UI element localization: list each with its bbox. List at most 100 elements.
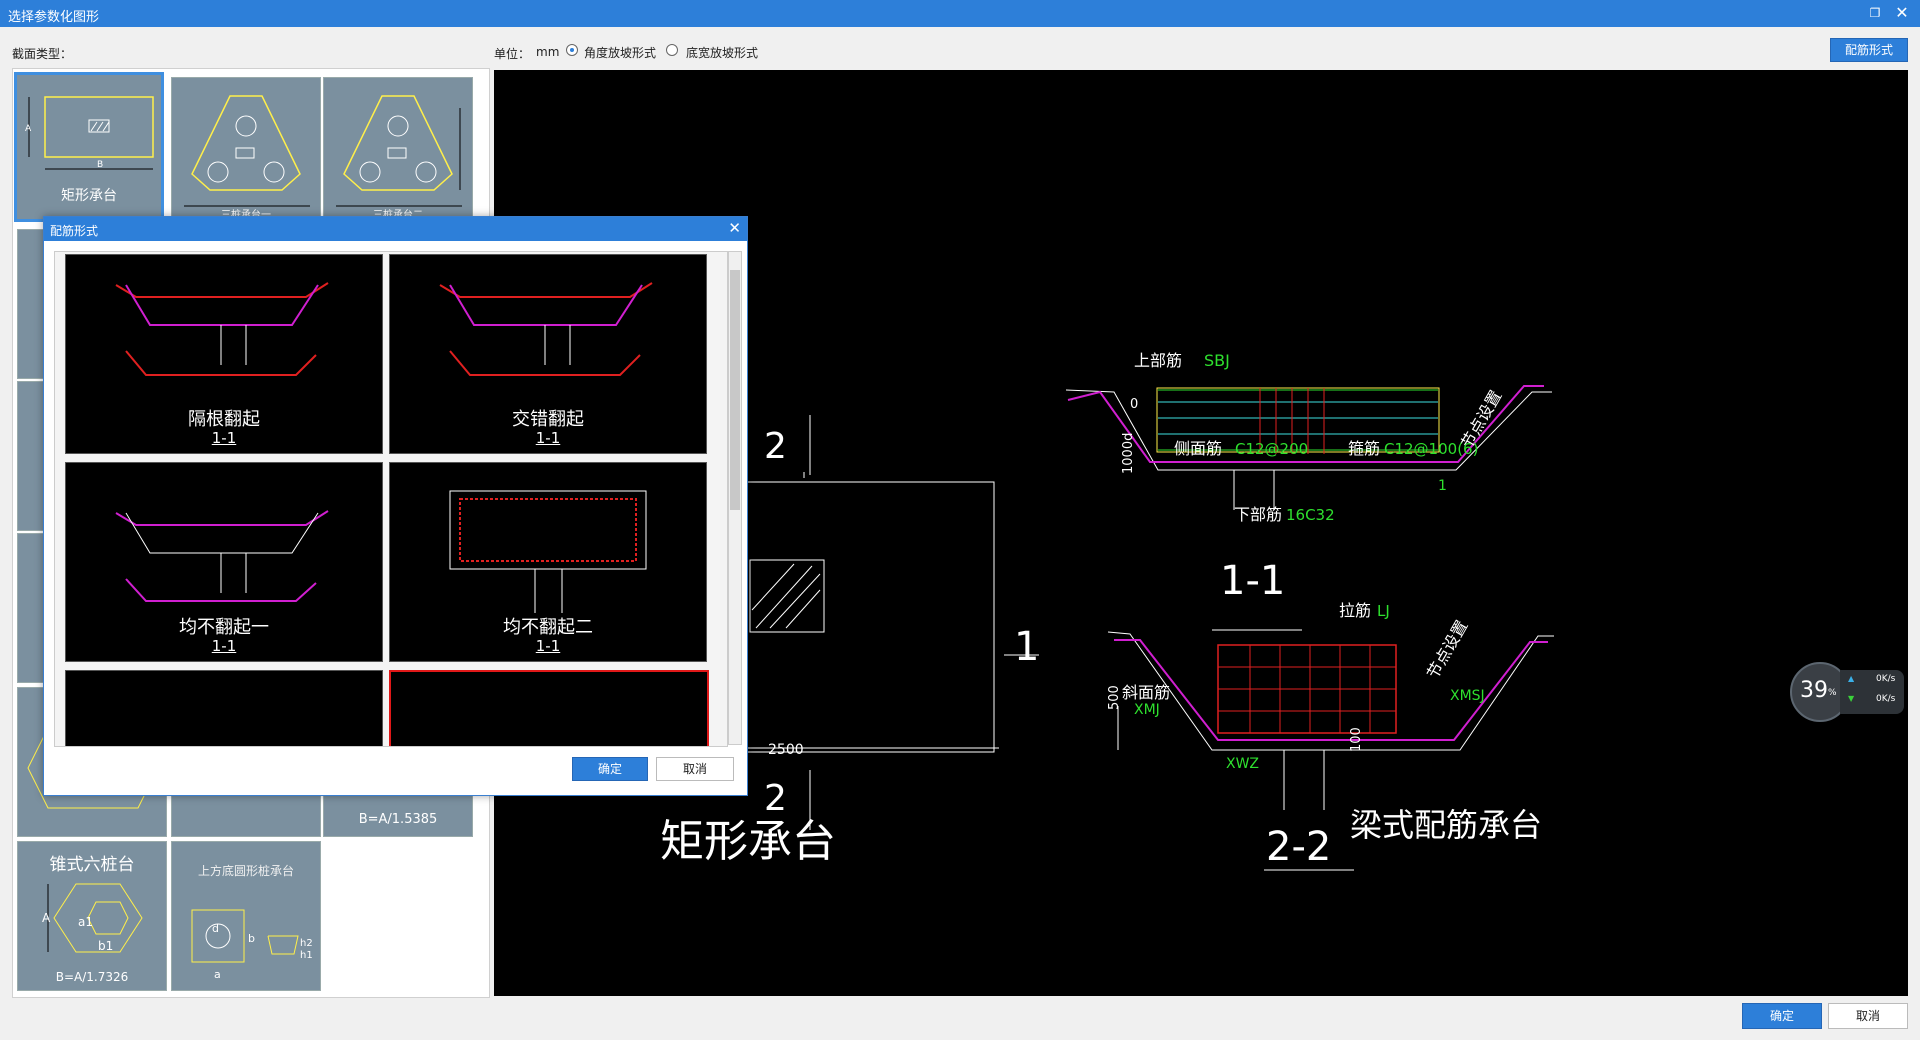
unit-label: 单位： (494, 47, 531, 61)
rebar-diagram-icon (115, 282, 329, 376)
rebar-card-4-section: 1-1 (535, 637, 561, 655)
shape-cone-six-pile-formula: B=A/1.7326 (55, 970, 129, 984)
svg-text:B: B (97, 160, 103, 170)
shape-round-pile-cap[interactable]: 上方底圆形桩承台 d b a h2 h1 (171, 841, 321, 991)
svg-text:h1: h1 (300, 950, 313, 961)
svg-text:a: a (214, 968, 221, 981)
side-rebar-code: C12@200 (1235, 440, 1308, 458)
download-speed: 0K/s (1876, 694, 1896, 704)
unit-value: mm (536, 45, 560, 59)
rebar-card-5[interactable] (65, 670, 383, 746)
svg-text:d: d (212, 922, 219, 935)
side-rebar-label: 侧面筋 (1174, 439, 1222, 458)
slope-ratio-label: 1 (1438, 478, 1447, 494)
tie-rebar-code: LJ (1377, 602, 1390, 620)
svg-text:A: A (25, 124, 32, 134)
beam-cap-title: 梁式配筋承台 (1350, 806, 1542, 844)
shape-item-9-formula: B=A/1.5385 (358, 812, 438, 827)
cad-drawing: 2 2 1 2500 矩形承台 上部筋 SBJ 节点设置 侧面筋 C12@200… (494, 351, 1554, 871)
dim-500-label: 500 (1107, 685, 1122, 710)
dim-1000d-label: 1000d (1121, 433, 1136, 474)
rebar-card-2-label: 交错翻起 (512, 409, 584, 430)
rebar-card-3-section: 1-1 (211, 637, 237, 655)
tie-rebar-label: 拉筋 (1339, 601, 1371, 620)
close-icon[interactable]: ✕ (728, 219, 741, 237)
section-11-label: 1-1 (1220, 558, 1285, 604)
rebar-dialog-cancel-button[interactable]: 取消 (656, 757, 734, 781)
cone-six-pile-icon: A a1 b1 (42, 883, 143, 953)
ok-button[interactable]: 确定 (1742, 1003, 1822, 1029)
rebar-dialog-titlebar: 配筋形式 ✕ (44, 217, 747, 241)
rebar-diagram-icon (449, 490, 647, 613)
svg-text:A: A (42, 911, 51, 925)
network-speed-widget: 39 % ▲ 0K/s ▼ 0K/s (1790, 662, 1908, 722)
speed-panel (1840, 670, 1904, 714)
shape-cone-six-pile-label: 锥式六桩台 (49, 855, 135, 875)
preview-name-label: 矩形承台 (660, 816, 836, 867)
dim-0-label: 0 (1130, 397, 1138, 412)
slope-rebar-label: 斜面筋 (1122, 683, 1170, 702)
svg-text:b1: b1 (98, 939, 113, 953)
bottom-rebar-label: 下部筋 (1234, 505, 1282, 524)
rebar-form-list: 隔根翻起 1-1 交错翻起 1-1 均不翻起一 1-1 (54, 251, 728, 747)
rebar-dialog-ok-button[interactable]: 确定 (572, 757, 648, 781)
shape-three-pile-2-label: 三桩承台二 (324, 206, 472, 221)
section-2-bottom-label: 2 (764, 778, 787, 819)
shape-round-pile-cap-label: 上方底圆形桩承台 (197, 864, 294, 878)
section-1-label: 1 (1014, 624, 1039, 670)
rebar-card-4-label: 均不翻起二 (503, 617, 593, 638)
shape-three-pile-2[interactable]: 三桩承台二 (323, 77, 473, 227)
xwz-code: XWZ (1226, 756, 1259, 772)
upload-speed: 0K/s (1876, 674, 1896, 684)
speed-percent: 39 (1800, 678, 1828, 703)
rebar-form-button[interactable]: 配筋形式 (1830, 38, 1908, 62)
shape-three-pile-1[interactable]: 三桩承台一 (171, 77, 321, 227)
stirrup-code: C12@100(6) (1384, 440, 1478, 458)
slope-rebar-code: XMJ (1134, 702, 1160, 718)
three-pile-2-icon (336, 95, 462, 207)
rebar-card-no-lift-2[interactable]: 均不翻起二 1-1 (389, 462, 707, 662)
xmsj-code: XMSJ (1450, 688, 1485, 704)
shape-cone-six-pile[interactable]: 锥式六桩台 A a1 b1 B=A/1.7326 (17, 841, 167, 991)
rebar-dialog-title: 配筋形式 (50, 224, 99, 238)
radio-angle-slope[interactable] (566, 44, 578, 56)
rebar-card-3-label: 均不翻起一 (179, 617, 269, 638)
top-rebar-code: SBJ (1204, 351, 1230, 370)
rebar-card-staggered-lift[interactable]: 交错翻起 1-1 (389, 254, 707, 454)
svg-text:h2: h2 (300, 938, 313, 949)
shape-rect-cap[interactable]: A B 矩形承台 (14, 72, 164, 222)
rebar-diagram-icon (439, 282, 653, 376)
svg-text:a1: a1 (78, 915, 93, 929)
radio-angle-slope-label[interactable]: 角度放坡形式 (584, 46, 657, 60)
rebar-list-scrollbar[interactable] (728, 251, 742, 745)
rebar-card-alternate-lift[interactable]: 隔根翻起 1-1 (65, 254, 383, 454)
scrollbar-thumb[interactable] (730, 270, 740, 510)
window-title: 选择参数化图形 (8, 10, 100, 25)
svg-text:b: b (248, 932, 255, 945)
rebar-card-2-section: 1-1 (535, 429, 561, 447)
section-type-label: 截面类型： (12, 47, 73, 61)
close-icon[interactable]: ✕ (1895, 3, 1909, 22)
rect-cap-icon: A B (25, 96, 154, 170)
rebar-card-1-label: 隔根翻起 (188, 409, 260, 430)
rebar-card-6-selected[interactable] (389, 670, 709, 746)
cancel-button[interactable]: 取消 (1828, 1003, 1908, 1029)
section-2-top-label: 2 (764, 426, 787, 467)
restore-icon[interactable]: ❐ (1869, 6, 1881, 20)
top-rebar-label: 上部筋 (1134, 351, 1182, 370)
rebar-diagram-icon (115, 510, 329, 602)
radio-width-slope[interactable] (666, 44, 678, 56)
rebar-card-no-lift-1[interactable]: 均不翻起一 1-1 (65, 462, 383, 662)
rebar-form-dialog: 配筋形式 ✕ 隔根翻起 1-1 交错翻起 1-1 (43, 216, 748, 796)
dim-100-label: 100 (1349, 727, 1364, 752)
radio-width-slope-label[interactable]: 底宽放坡形式 (686, 46, 759, 60)
stirrup-label: 箍筋 (1348, 439, 1380, 458)
dim-2500-label: 2500 (768, 742, 804, 758)
shape-three-pile-1-label: 三桩承台一 (172, 206, 320, 221)
rebar-card-1-section: 1-1 (211, 429, 237, 447)
upload-arrow-icon: ▲ (1848, 674, 1855, 683)
node-setting-label-2: 节点设置 (1423, 617, 1471, 682)
round-pile-cap-icon: d b a h2 h1 (191, 909, 313, 981)
download-arrow-icon: ▼ (1848, 694, 1855, 703)
three-pile-icon (184, 95, 310, 207)
